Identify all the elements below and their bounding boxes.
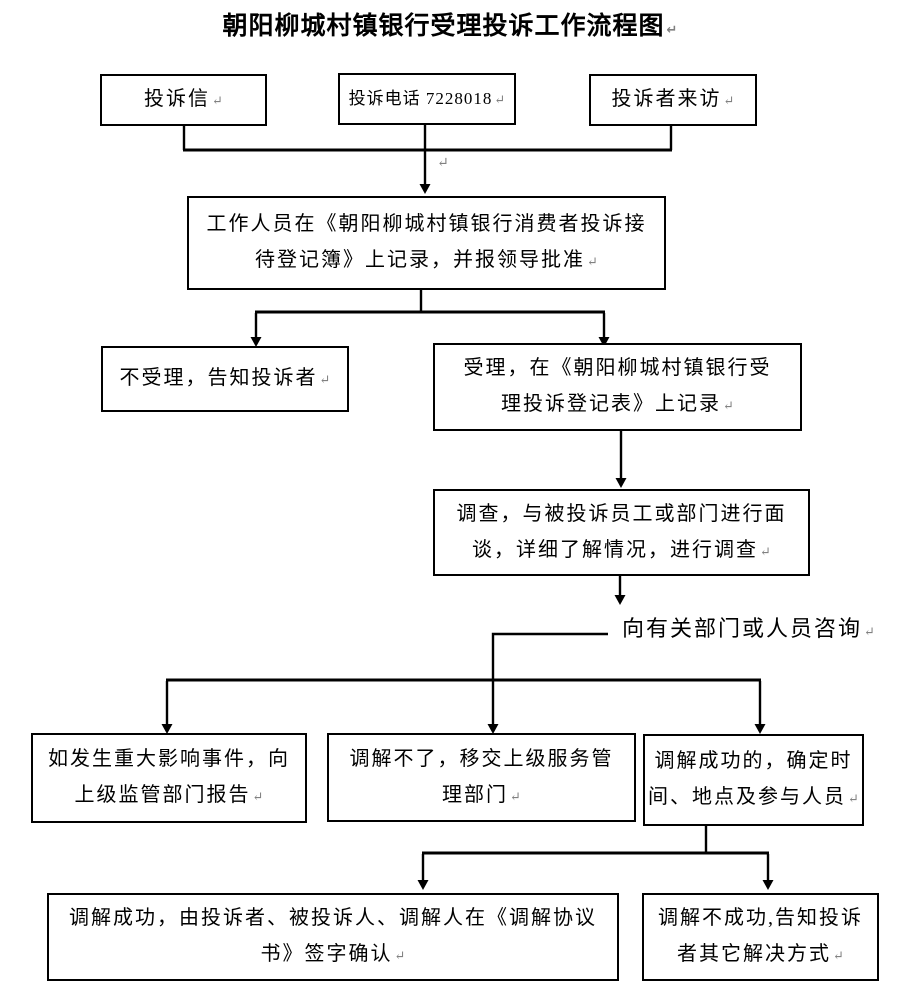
return-mark-icon: ↵ <box>723 398 734 413</box>
node-text: 不受理，告知投诉者 <box>119 367 318 389</box>
node-register: 工作人员在《朝阳柳城村镇银行消费者投诉接 待登记簿》上记录，并报领导批准↵ <box>187 196 666 290</box>
node-consult-label: 向有关部门或人员咨询↵ <box>622 611 875 643</box>
node-text: 谈，详细了解情况，进行调查 <box>472 538 759 561</box>
node-text: 理投诉登记表》上记录 <box>501 393 722 415</box>
node-text: 待登记簿》上记录，并报领导批准 <box>255 249 586 271</box>
node-text: 书》签字确认 <box>260 943 393 965</box>
node-text: 理部门 <box>442 783 509 806</box>
return-mark-icon: ↵ <box>394 948 406 963</box>
return-mark-icon: ↵ <box>319 372 331 387</box>
node-transfer-upper: 调解不了，移交上级服务管 理部门↵ <box>327 733 636 822</box>
node-text: 者其它解决方式 <box>677 943 832 965</box>
node-text: 工作人员在《朝阳柳城村镇银行消费者投诉接 <box>206 213 647 235</box>
node-report-regulator: 如发生重大影响事件，向 上级监管部门报告↵ <box>31 733 307 823</box>
node-text: 调解不了，移交上级服务管 <box>349 747 614 770</box>
return-mark-icon: ↵ <box>666 22 678 37</box>
return-mark-icon: ↵ <box>723 93 735 108</box>
return-mark-icon: ↵ <box>833 948 844 963</box>
node-reject: 不受理，告知投诉者↵ <box>101 346 349 412</box>
return-mark-icon: ↵ <box>212 93 223 108</box>
return-mark-icon: ↵ <box>760 543 771 559</box>
return-mark-icon: ↵ <box>437 156 449 171</box>
node-text: 投诉者来访 <box>611 88 722 110</box>
node-complaint-letter: 投诉信↵ <box>100 74 267 126</box>
return-mark-icon: ↵ <box>494 91 506 107</box>
node-text: 如发生重大影响事件，向 <box>48 748 290 770</box>
node-mediation-fail: 调解不成功,告知投诉 者其它解决方式↵ <box>642 893 879 981</box>
node-mediation-schedule: 调解成功的，确定时 间、地点及参与人员↵ <box>643 734 864 826</box>
return-mark-icon: ↵ <box>848 791 859 806</box>
page-title-text: 朝阳柳城村镇银行受理投诉工作流程图 <box>222 12 665 40</box>
return-mark-icon: ↵ <box>252 789 264 804</box>
return-mark-icon: ↵ <box>864 624 875 639</box>
node-text: 投诉电话 7228018 <box>348 88 493 108</box>
node-text: 投诉信 <box>144 88 211 110</box>
node-text: 间、地点及参与人员 <box>648 786 847 808</box>
return-mark-icon: ↵ <box>587 254 598 269</box>
node-complainant-visit: 投诉者来访↵ <box>589 74 757 126</box>
node-text: 向有关部门或人员咨询 <box>622 616 863 641</box>
node-text: 调解不成功,告知投诉 <box>658 907 863 929</box>
node-text: 调解成功，由投诉者、被投诉人、调解人在《调解协议 <box>69 907 597 929</box>
node-complaint-phone: 投诉电话 7228018↵ <box>338 73 516 125</box>
page-title: 朝阳柳城村镇银行受理投诉工作流程图↵ <box>0 6 900 42</box>
node-investigate: 调查，与被投诉员工或部门进行面 谈，详细了解情况，进行调查↵ <box>433 489 810 576</box>
return-mark-icon: ↵ <box>510 788 521 804</box>
node-accept: 受理，在《朝阳柳城村镇银行受 理投诉登记表》上记录↵ <box>433 343 802 431</box>
node-text: 调解成功的，确定时 <box>654 750 853 772</box>
node-text: 上级监管部门报告 <box>74 784 251 806</box>
node-text: 调查，与被投诉员工或部门进行面 <box>456 502 787 525</box>
node-text: 受理，在《朝阳柳城村镇银行受 <box>463 357 772 379</box>
node-mediation-success: 调解成功，由投诉者、被投诉人、调解人在《调解协议 书》签字确认↵ <box>47 893 619 981</box>
